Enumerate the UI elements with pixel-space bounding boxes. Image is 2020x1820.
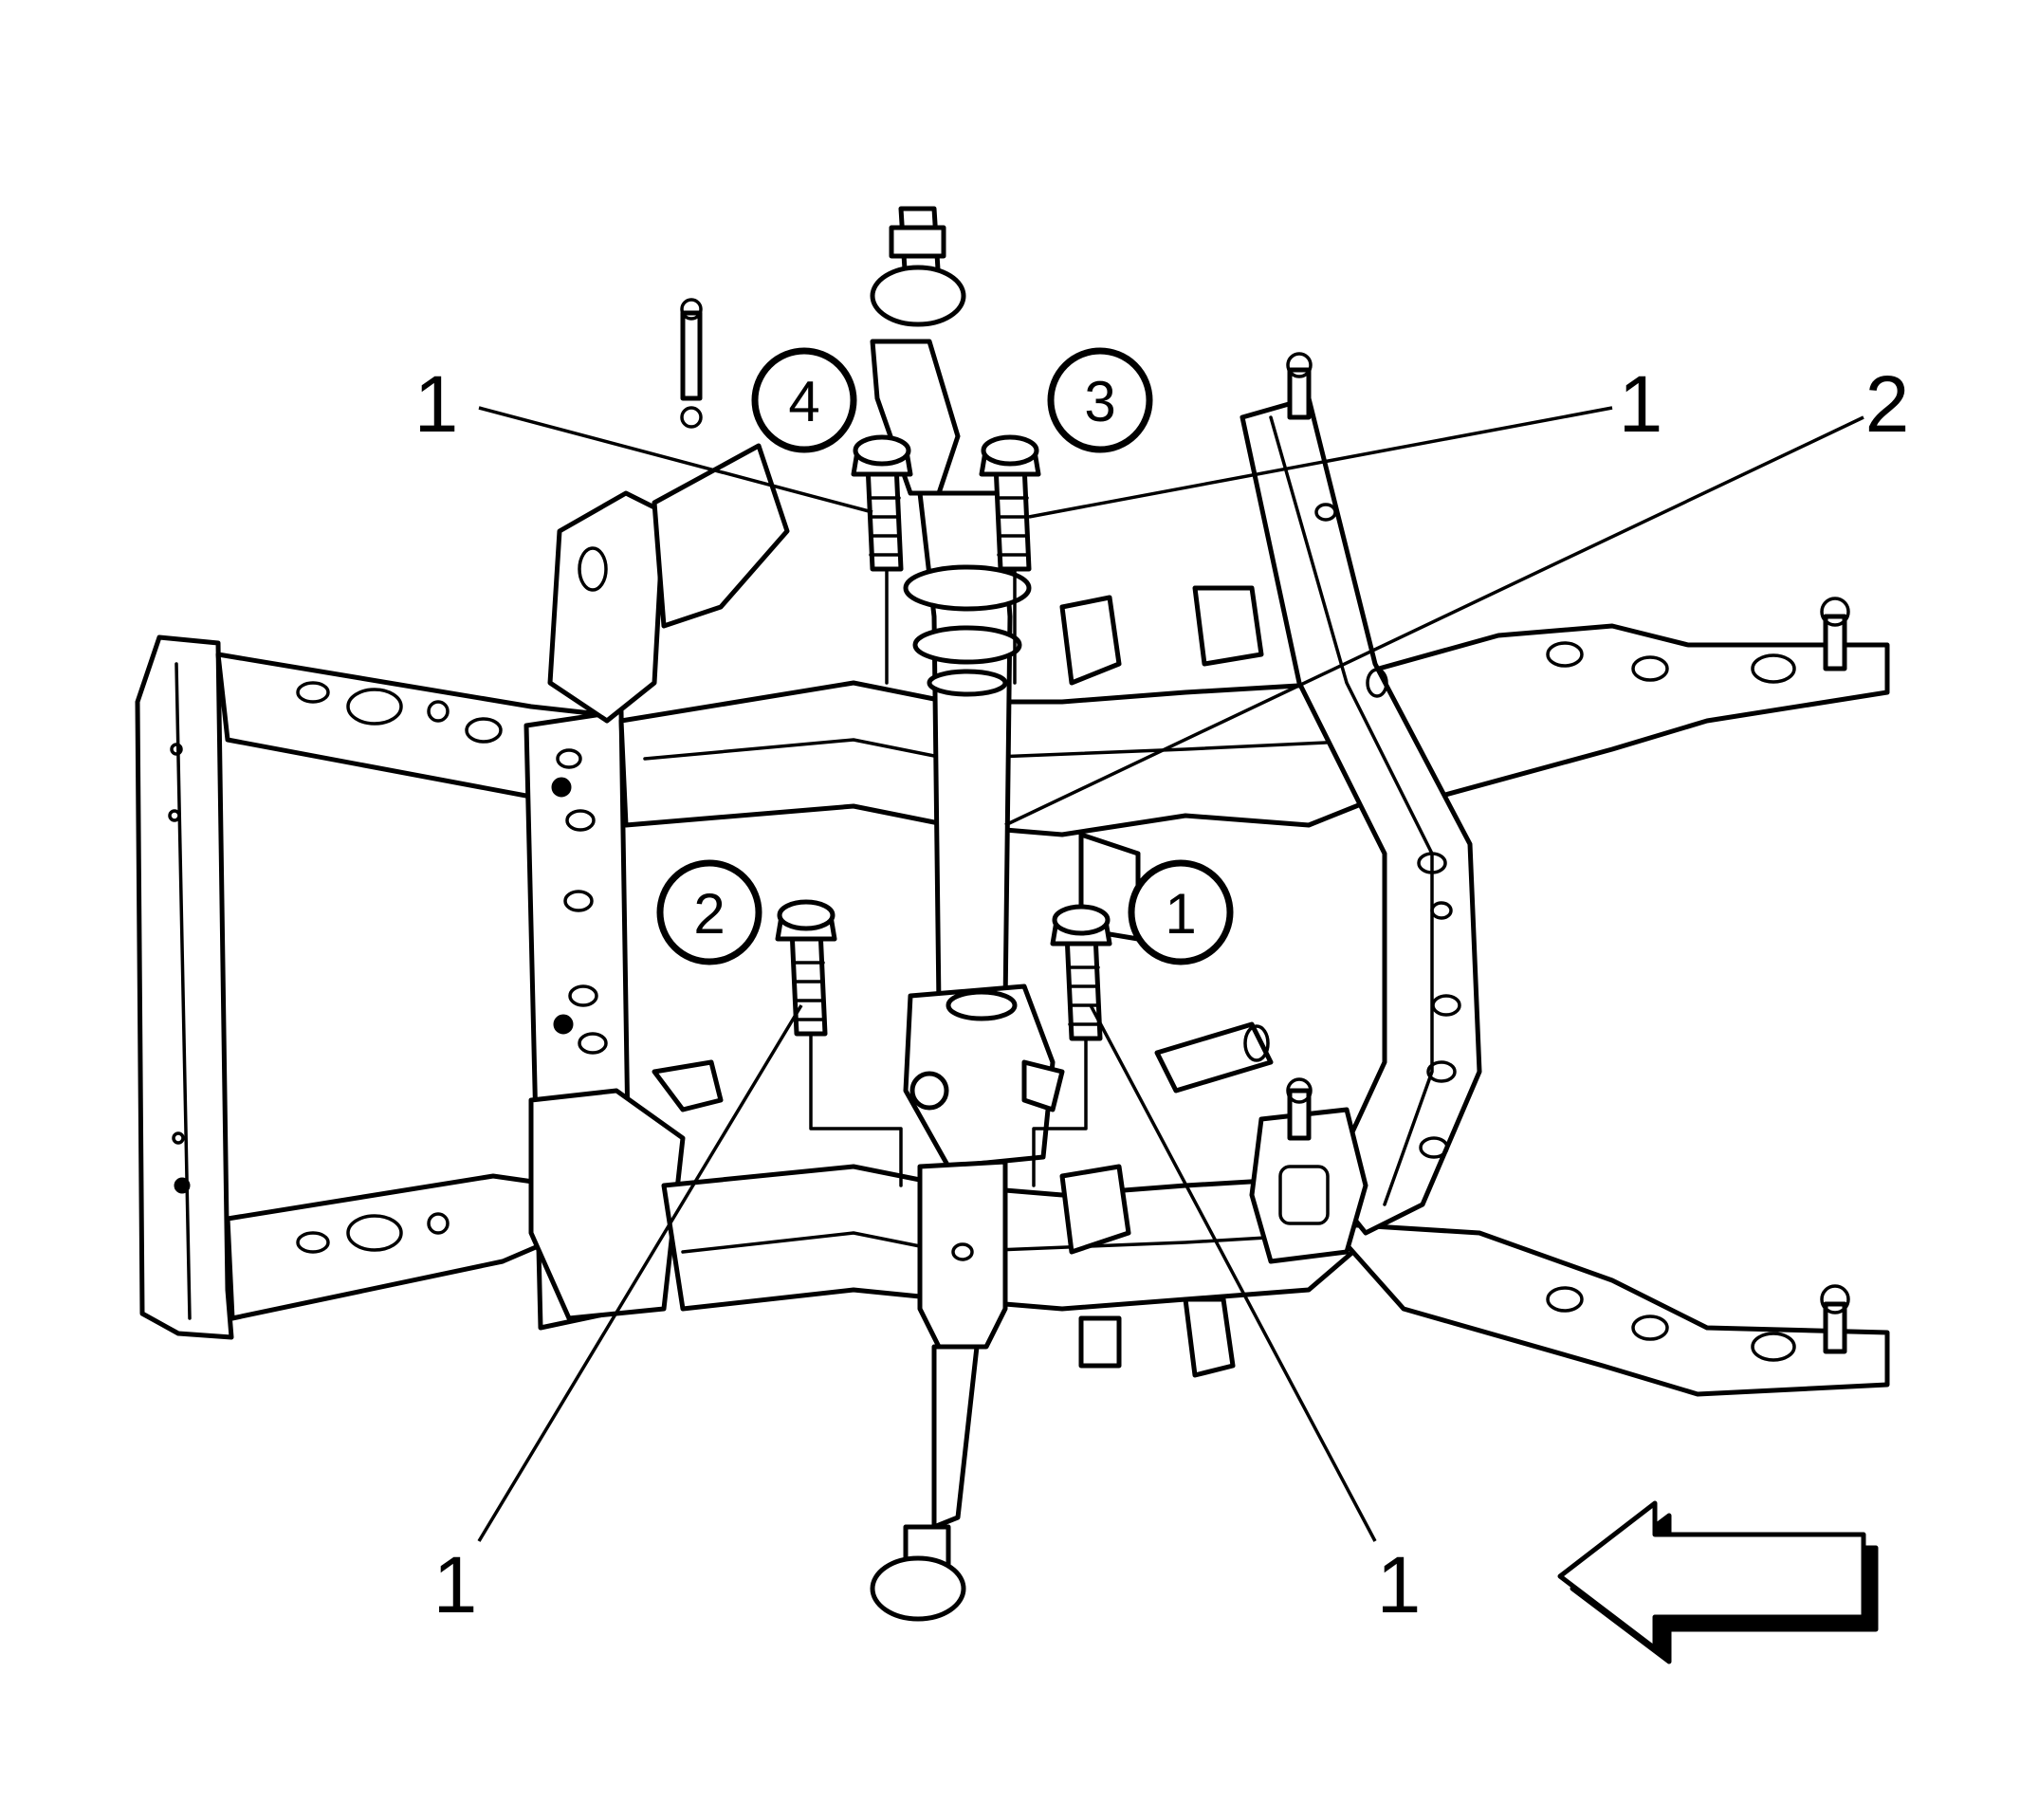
callout-labels: 1 1 2 1 1 bbox=[414, 359, 1910, 1629]
callout-bolt-bottom-right: 1 bbox=[1377, 1540, 1422, 1629]
sequence-2-label: 2 bbox=[693, 882, 725, 946]
callout-gear: 2 bbox=[1865, 359, 1910, 449]
leader-bolt-top-right bbox=[1028, 406, 1613, 519]
leader-gear bbox=[1004, 415, 1864, 827]
leader-lines bbox=[477, 406, 1864, 1542]
callout-bolt-bottom-left: 1 bbox=[433, 1540, 478, 1629]
sequence-4-label: 4 bbox=[788, 370, 819, 433]
leader-bolt-top-left bbox=[478, 406, 873, 514]
cylinder-right bbox=[1154, 1021, 1274, 1094]
sequence-3-label: 3 bbox=[1084, 370, 1115, 433]
steering-gear-assembly bbox=[870, 206, 1065, 1622]
upper-crossmember bbox=[618, 680, 1406, 837]
leader-bolt-bottom-left bbox=[477, 1004, 803, 1542]
sequence-4-marker: 4 bbox=[751, 347, 857, 453]
sequence-1-label: 1 bbox=[1165, 882, 1196, 946]
lower-tie-rod bbox=[931, 1344, 980, 1530]
bolt-lower-right bbox=[1032, 904, 1112, 1187]
sequence-3-marker: 3 bbox=[1047, 347, 1153, 453]
tightening-sequence: 4 3 2 1 bbox=[656, 347, 1234, 965]
upper-outer-tie-rod-end bbox=[870, 265, 966, 327]
lower-left-rail bbox=[225, 1173, 572, 1321]
sequence-2-marker: 2 bbox=[656, 859, 762, 965]
lower-right-rail bbox=[1325, 1221, 1890, 1397]
upper-left-tower bbox=[547, 490, 667, 724]
front-of-vehicle-arrow bbox=[1557, 1500, 1879, 1664]
bolt-lower-left bbox=[775, 899, 903, 1187]
lower-left-tower bbox=[528, 1088, 686, 1321]
bolt-upper-left bbox=[851, 434, 913, 685]
bolt-upper-right bbox=[979, 434, 1041, 685]
callout-bolt-top-right: 1 bbox=[1619, 359, 1663, 449]
leader-bolt-bottom-right bbox=[1089, 1004, 1377, 1542]
sequence-1-marker: 1 bbox=[1128, 859, 1234, 965]
upper-right-rail bbox=[1325, 623, 1890, 809]
front-cradle-frame bbox=[135, 298, 1890, 1397]
right-side-member bbox=[1240, 395, 1482, 1236]
lower-right-mount bbox=[1249, 1107, 1368, 1264]
callout-bolt-top-left: 1 bbox=[414, 359, 459, 449]
lower-outer-tie-rod-end bbox=[870, 1555, 966, 1622]
pinion-housing bbox=[903, 984, 1056, 1169]
